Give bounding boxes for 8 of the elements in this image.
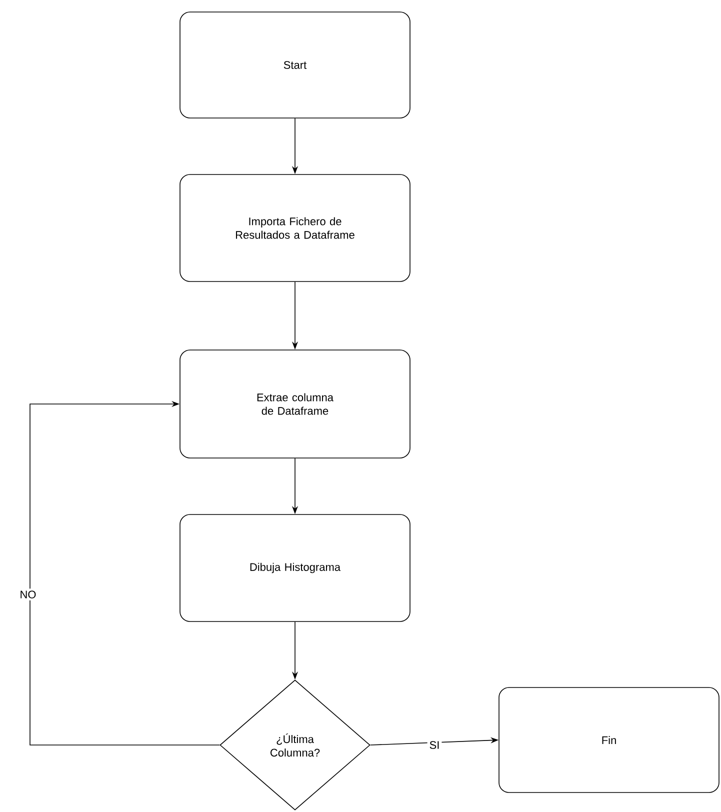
process-box: Fin [498,687,720,793]
edge-label: SI [427,739,442,751]
process-box: Start [180,12,410,118]
arrow [30,400,220,746]
process-box: Importa Fichero de Resultados a Dataframe [180,174,410,282]
process-box: Dibuja Histograma [180,514,410,622]
edge-label: NO [18,588,38,600]
process-box: Extrae columna de Dataframe [180,350,410,458]
